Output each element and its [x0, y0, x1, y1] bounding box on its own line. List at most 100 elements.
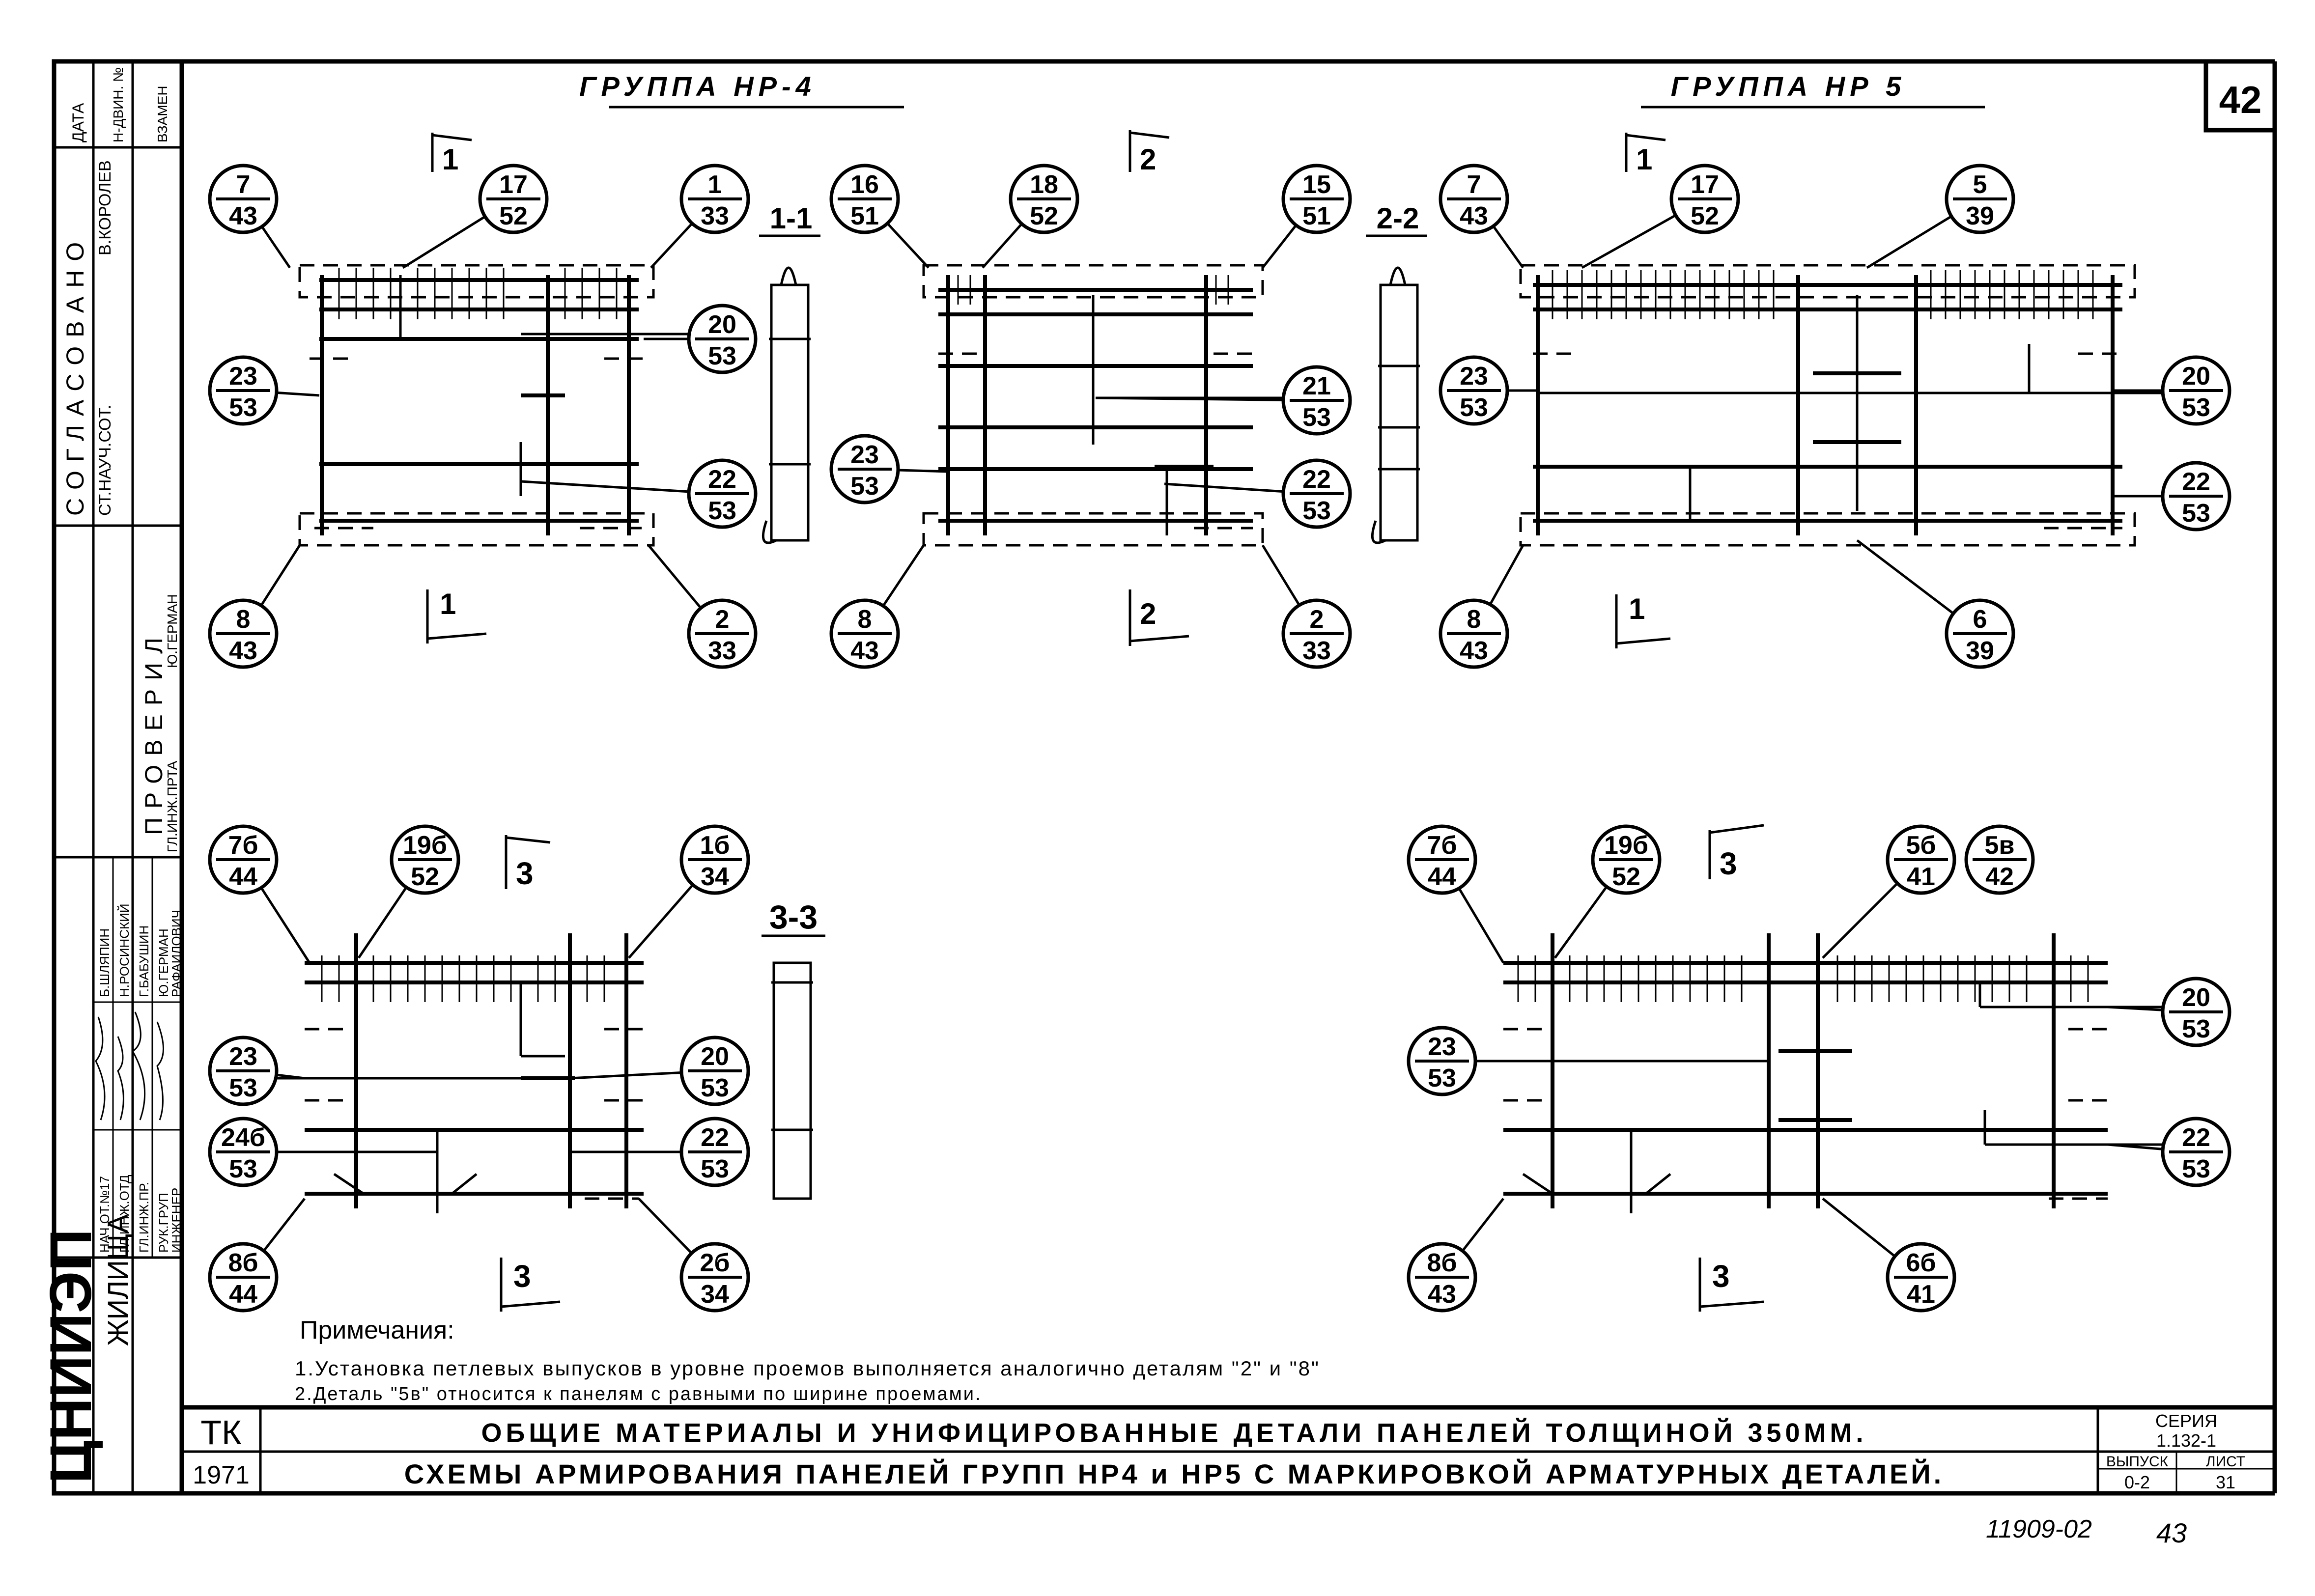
callout-leader-c7 — [1489, 544, 1525, 605]
drawing-code: 11909-02 — [1986, 1515, 2092, 1543]
callout-leader-d9 — [638, 1198, 693, 1254]
callout-sheet-b7: 43 — [850, 637, 879, 665]
callout-leader-d1 — [260, 887, 311, 964]
callout-number-a8: 2 — [715, 605, 730, 634]
stamp-name-2: Н.РОСИНСКИЙ — [117, 903, 132, 997]
callout-number-d4: 23 — [229, 1042, 257, 1071]
callout-number-b5: 23 — [850, 441, 879, 469]
callout-leader-a7 — [260, 544, 301, 607]
svg-text:3: 3 — [1720, 846, 1737, 881]
signature-2 — [117, 1036, 124, 1120]
signature-4 — [156, 1021, 164, 1120]
callout-c3: 539 — [1866, 164, 2015, 269]
callout-number-c3: 5 — [1973, 170, 1987, 199]
stamp-name-1: Б.ШЛЯПИН — [97, 928, 112, 997]
title-line-1: ОБЩИЕ МАТЕРИАЛЫ И УНИФИЦИРОВАННЫЕ ДЕТАЛИ… — [481, 1418, 1867, 1448]
callout-sheet-b6: 53 — [1302, 497, 1331, 525]
callout-b8: 233 — [1261, 544, 1352, 669]
issue-label: ВЫПУСК — [2106, 1454, 2169, 1470]
stamp-org2: ЖИЛИЩА — [102, 1214, 134, 1346]
section-1-1-label: 1-1 — [770, 202, 813, 235]
section-3-3-label: 3-3 — [769, 898, 818, 936]
callout-leader-a5 — [276, 391, 320, 397]
panel-hr4-a — [298, 264, 698, 547]
callout-sheet-e4: 42 — [1985, 863, 2014, 891]
callout-sheet-c8: 39 — [1966, 637, 1994, 665]
callout-leader-b1 — [886, 223, 930, 269]
callout-number-a2: 17 — [499, 170, 528, 199]
stamp-role-3: ГЛ.ИНЖ.ПР. — [137, 1182, 151, 1253]
callout-sheet-a6: 53 — [708, 497, 736, 525]
section-mark-1-hr5-top: 1 — [1625, 133, 1666, 176]
callout-number-a5: 23 — [229, 362, 257, 391]
callout-leader-d8 — [262, 1198, 306, 1252]
panel-hr5-b — [1457, 933, 2172, 1213]
svg-text:1: 1 — [1629, 592, 1645, 625]
stamp-role-4: РУК.ГРУП — [156, 1193, 171, 1253]
issue-value: 0-2 — [2124, 1472, 2150, 1492]
callout-sheet-c1: 43 — [1460, 202, 1488, 230]
signature-1 — [95, 1016, 106, 1120]
callout-leader-e1 — [1458, 888, 1505, 964]
callout-sheet-d2: 52 — [411, 863, 439, 891]
stamp-role-1: НАЧ.ОТ.№17 — [97, 1176, 112, 1253]
section-mark-2-bottom: 2 — [1129, 589, 1189, 646]
page-code: 43 — [2156, 1517, 2187, 1548]
callout-sheet-b2: 52 — [1030, 202, 1058, 230]
callout-sheet-b5: 53 — [850, 472, 879, 501]
panel-hr4-b — [922, 264, 1297, 547]
callout-sheet-c5: 53 — [1460, 393, 1488, 422]
section-2-2: 2-2 — [1366, 202, 1427, 544]
callout-leader-b6 — [1164, 482, 1284, 493]
section-1-1: 1-1 — [759, 202, 820, 544]
group-hr5-title: ГРУППА НР 5 — [1671, 71, 1906, 102]
callout-number-e9: 6б — [1906, 1249, 1936, 1277]
panel-hr5-a — [1519, 264, 2172, 547]
callout-sheet-b4: 53 — [1302, 403, 1331, 432]
title-tk: ТК — [200, 1413, 242, 1452]
callout-sheet-c6: 53 — [2182, 499, 2210, 528]
stamp-inv: Н-ДВИН. № — [111, 67, 126, 142]
callout-number-c7: 8 — [1467, 605, 1481, 634]
series-value: 1.132-1 — [2156, 1430, 2216, 1451]
callout-number-e3: 5б — [1906, 831, 1936, 860]
callout-number-e4: 5в — [1985, 831, 2015, 860]
section-mark-3-bottom: 3 — [500, 1258, 561, 1312]
callout-sheet-e3: 41 — [1907, 863, 1935, 891]
callout-leader-e3 — [1822, 882, 1898, 959]
callout-sheet-e2: 52 — [1612, 863, 1640, 891]
section-3-3: 3-3 — [762, 898, 825, 1200]
callout-number-b3: 15 — [1302, 170, 1331, 199]
callout-c1: 743 — [1439, 164, 1525, 269]
section-mark-3-top: 3 — [505, 835, 551, 891]
svg-text:3: 3 — [1712, 1259, 1730, 1294]
callout-number-e6: 23 — [1428, 1033, 1456, 1061]
callout-number-a7: 8 — [236, 605, 251, 634]
callout-number-a3: 1 — [708, 170, 722, 199]
callout-number-e2: 19б — [1604, 831, 1648, 860]
callout-sheet-e7: 53 — [2182, 1155, 2210, 1183]
callout-sheet-a8: 33 — [708, 637, 736, 665]
callout-c8: 639 — [1856, 539, 2015, 669]
callout-number-e1: 7б — [1427, 831, 1457, 860]
panel-hr4-c — [251, 933, 644, 1213]
stamp-approver-role: СТ.НАУЧ.СОТ. — [96, 405, 114, 516]
callout-number-a6: 22 — [708, 465, 736, 494]
